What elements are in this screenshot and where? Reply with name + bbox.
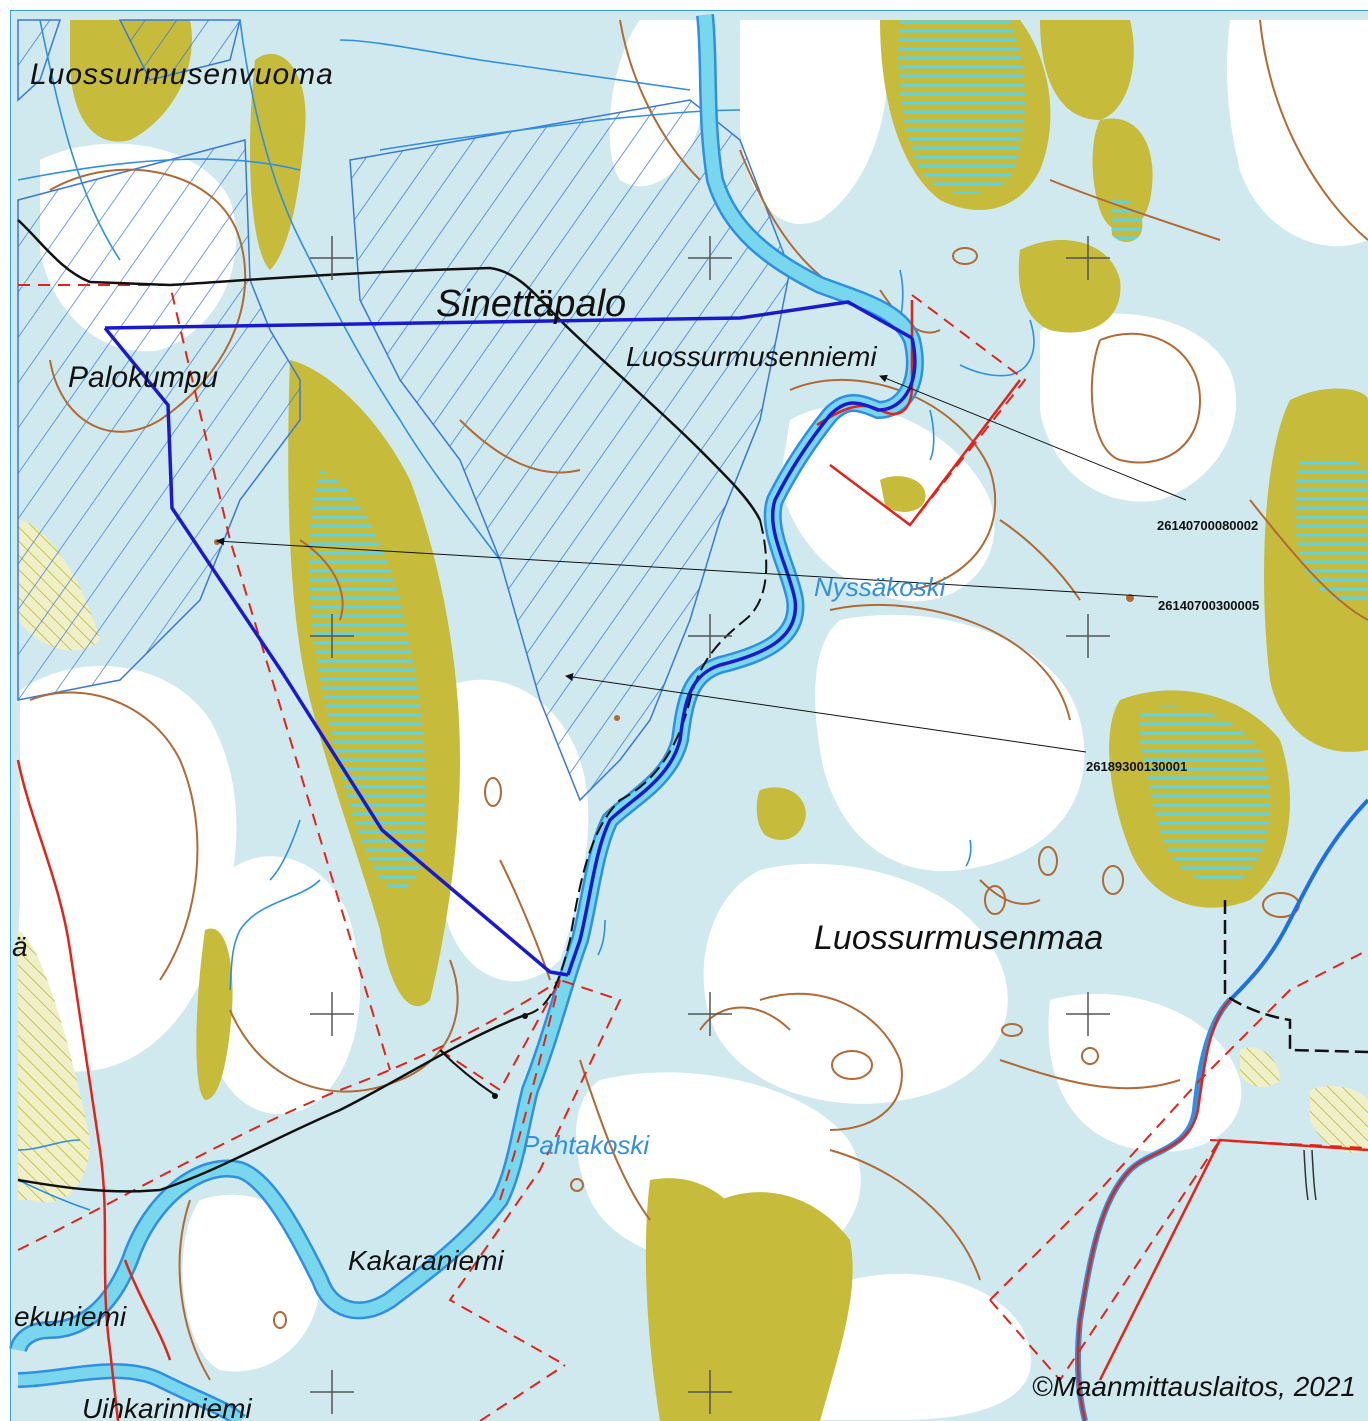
parcel-id-3: 26189300130001 xyxy=(1086,759,1187,774)
place-label-palokumpu: Palokumpu xyxy=(68,361,218,394)
parcel-pointers xyxy=(216,374,1187,753)
contour-knolls xyxy=(273,247,1300,1329)
arrow-icon xyxy=(879,374,1187,501)
place-label-luossurmusenvuoma: Luossurmusenvuoma xyxy=(30,58,334,91)
property-boundaries-dashed xyxy=(17,284,1368,1421)
plus-icon xyxy=(1066,236,1110,280)
water-label-pahtakoski: Pahtakoski xyxy=(522,1130,650,1160)
place-label-kakaraniemi: Kakaraniemi xyxy=(348,1245,504,1276)
plus-icon xyxy=(688,1370,732,1414)
project-boundary xyxy=(103,300,913,977)
place-labels: Luossurmusenvuoma Sinettäpalo Luossurmus… xyxy=(12,58,1103,1421)
parcel-id-labels: 26140700080002 26140700300005 2618930013… xyxy=(1086,518,1259,774)
parcel-id-2: 26140700300005 xyxy=(1158,598,1259,613)
place-label-luossurmusenmaa: Luossurmusenmaa xyxy=(814,919,1103,957)
plus-icon xyxy=(310,992,354,1036)
parcel-id-1: 26140700080002 xyxy=(1157,518,1258,533)
plus-icon xyxy=(688,614,732,658)
plus-icon xyxy=(1066,614,1110,658)
project-boundary-river xyxy=(566,337,917,976)
water-labels: Nyssäkoski Pahtakoski xyxy=(522,572,947,1160)
place-label-ekuniemi: ekuniemi xyxy=(14,1301,127,1332)
plus-icon xyxy=(310,1370,354,1414)
arrow-icon xyxy=(216,537,1159,598)
grid-crosses xyxy=(310,236,1110,1414)
water-label-nyssakoski: Nyssäkoski xyxy=(814,572,947,602)
roads xyxy=(17,219,1368,1201)
place-label-luossurmusenniemi: Luossurmusenniemi xyxy=(626,341,877,372)
striped-mires xyxy=(308,20,1368,890)
plus-icon xyxy=(688,992,732,1036)
place-label-sinettapalo: Sinettäpalo xyxy=(436,283,626,325)
arrow-icon xyxy=(565,673,1087,753)
plus-icon xyxy=(688,236,732,280)
plus-icon xyxy=(310,236,354,280)
place-label-uihkarinniemi: Uihkarinniemi xyxy=(82,1393,252,1421)
place-label-edge: ä xyxy=(12,931,28,962)
copyright-text: ©Maanmittauslaitos, 2021 xyxy=(1032,1371,1356,1402)
plus-icon xyxy=(310,614,354,658)
plus-icon xyxy=(1066,992,1110,1036)
streams xyxy=(17,19,1035,1211)
